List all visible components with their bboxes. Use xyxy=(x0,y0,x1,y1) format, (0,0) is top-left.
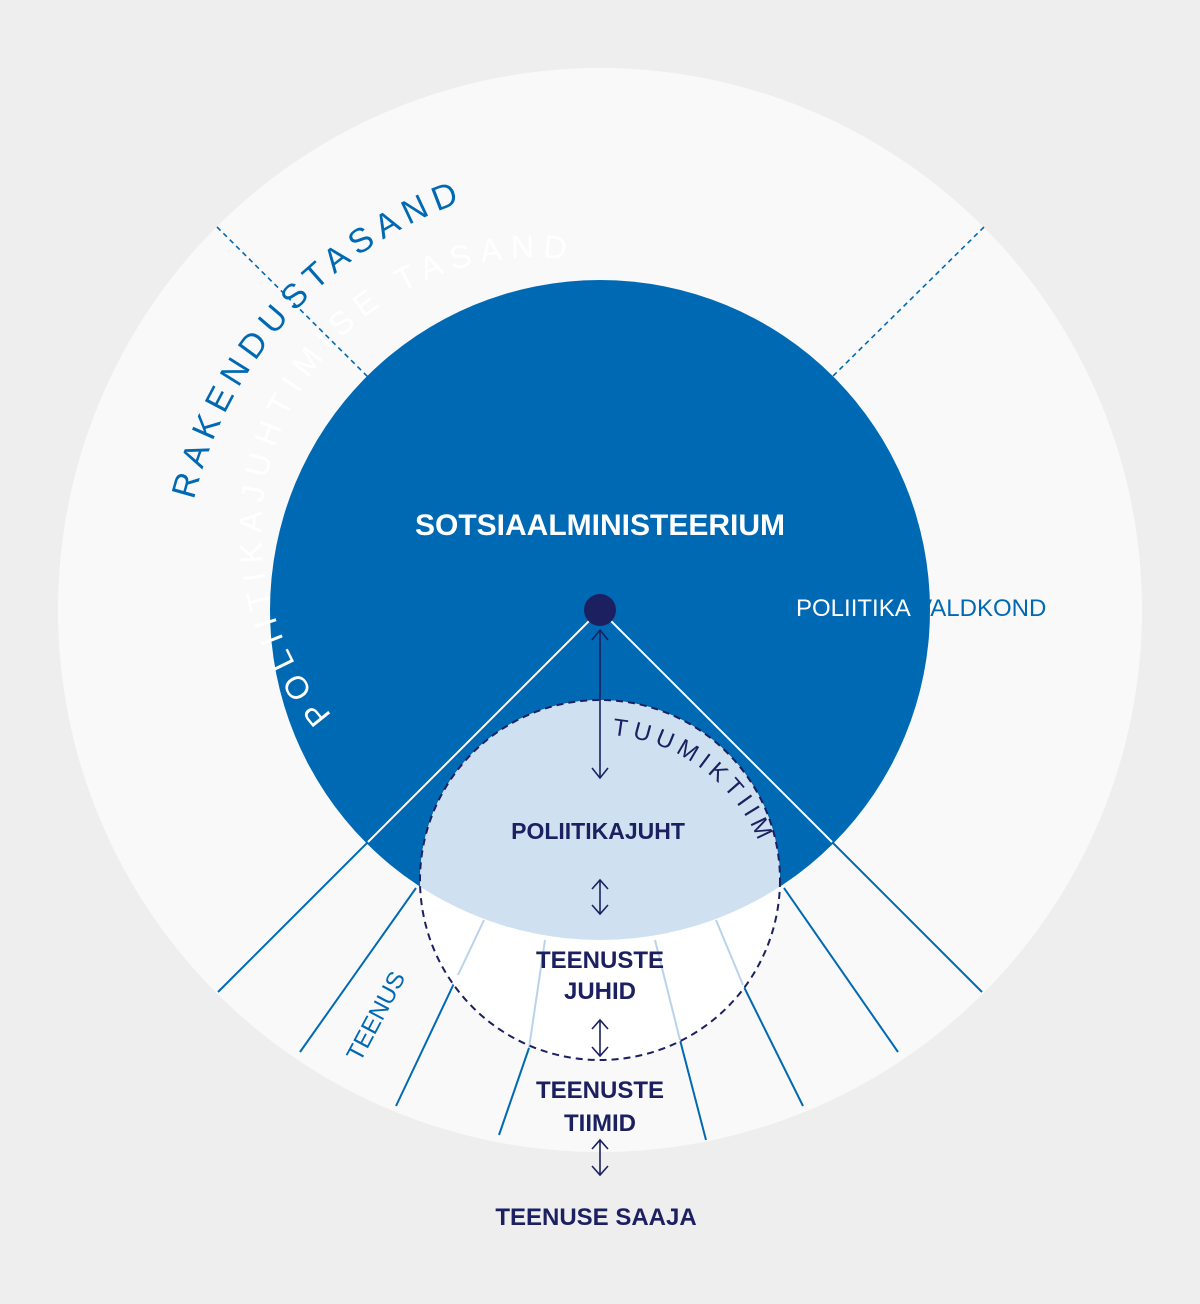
sector-line-white-left xyxy=(367,609,601,843)
service-leads-label-line1: TEENUSTE xyxy=(536,947,664,974)
core-team-light-lines xyxy=(457,919,744,1049)
arrow-center-to-policy-lead xyxy=(591,628,609,780)
sector-line xyxy=(783,887,899,1053)
center-dot xyxy=(584,594,616,626)
core-team-outline xyxy=(419,699,781,1061)
arrow-service-teams-to-recipient xyxy=(591,1138,609,1177)
sector-line-white-right xyxy=(599,609,833,843)
service-teams-label-line1: TEENUSTE xyxy=(536,1077,664,1104)
arrow-service-leads-to-service-teams xyxy=(591,1018,609,1058)
sector-line xyxy=(742,984,804,1107)
sector-line xyxy=(498,1047,530,1136)
arrow-policy-lead-to-service-leads xyxy=(591,878,609,916)
light-sector-line xyxy=(654,939,681,1041)
policy-lead-label: POLIITIKAJUHT xyxy=(511,818,685,844)
light-sector-line xyxy=(457,919,485,976)
ministry-label: SOTSIAALMINISTEERIUM xyxy=(415,509,785,542)
sector-line xyxy=(679,1039,707,1141)
policy-area-label-inner: POLIITIKA xyxy=(796,595,911,622)
policy-area-label-outside: VALDKOND xyxy=(916,595,1046,622)
policy-area-label: POLIITIKA VALDKOND xyxy=(796,595,1046,622)
service-teams-label-line2: TIIMID xyxy=(564,1110,636,1137)
service-leads-label-line2: JUHID xyxy=(564,978,636,1005)
light-sector-line xyxy=(715,919,744,986)
light-sector-line xyxy=(528,939,546,1049)
sector-line xyxy=(395,974,459,1107)
service-recipient-label: TEENUSE SAAJA xyxy=(495,1204,696,1231)
sector-line xyxy=(299,887,417,1053)
